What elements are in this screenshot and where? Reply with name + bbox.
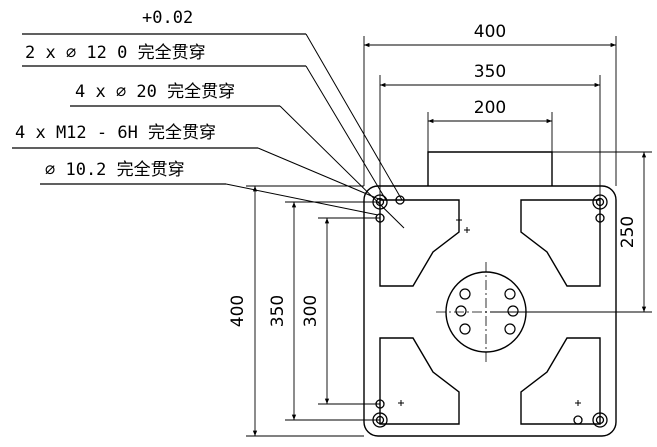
dim-right-height: 250 [618,216,638,248]
hole-callout-c: 4 x M12 - 6H 完全贯穿 [15,123,216,143]
bolt-hole [504,288,516,300]
dim-left-inner: 300 [301,295,321,327]
corner-hole [592,412,608,428]
leader-line-c [257,147,382,201]
tolerance-label: +0.02 [142,8,193,28]
bolt-hole [459,288,471,300]
bolt-hole [504,323,516,335]
pin-hole [573,415,583,425]
hole-callout-d: ∅ 10.2 完全贯穿 [45,160,185,180]
bolt-hole [459,323,471,335]
corner-holes [372,194,608,428]
leader-line-b [279,105,405,229]
hole-callout-b: 4 x ∅ 20 完全贯穿 [75,82,235,102]
leader-line-a2 [305,65,387,201]
leader-line-a [305,33,403,201]
bolt-circle-holes [455,288,519,335]
bolt-hole [455,305,467,317]
dim-left-mid: 350 [268,295,288,327]
corner-hole-inner [595,415,605,425]
right-dimension [490,151,652,313]
dim-top-boss: 200 [474,98,506,118]
top-dimensions [363,36,617,200]
dim-top-outer: 400 [474,22,506,42]
centre-lines [436,262,536,362]
left-dimensions [246,185,380,437]
leader-line-d [225,183,379,216]
dim-left-outer: 400 [228,295,248,327]
bolt-hole [507,305,519,317]
hole-callout-a: 2 x ∅ 12 0 完全贯穿 [25,43,206,63]
dim-top-mid: 350 [474,62,506,82]
plate-outline [363,151,617,437]
pin-hole [595,213,605,223]
cross-marks [398,217,581,406]
pin-hole [395,195,405,205]
